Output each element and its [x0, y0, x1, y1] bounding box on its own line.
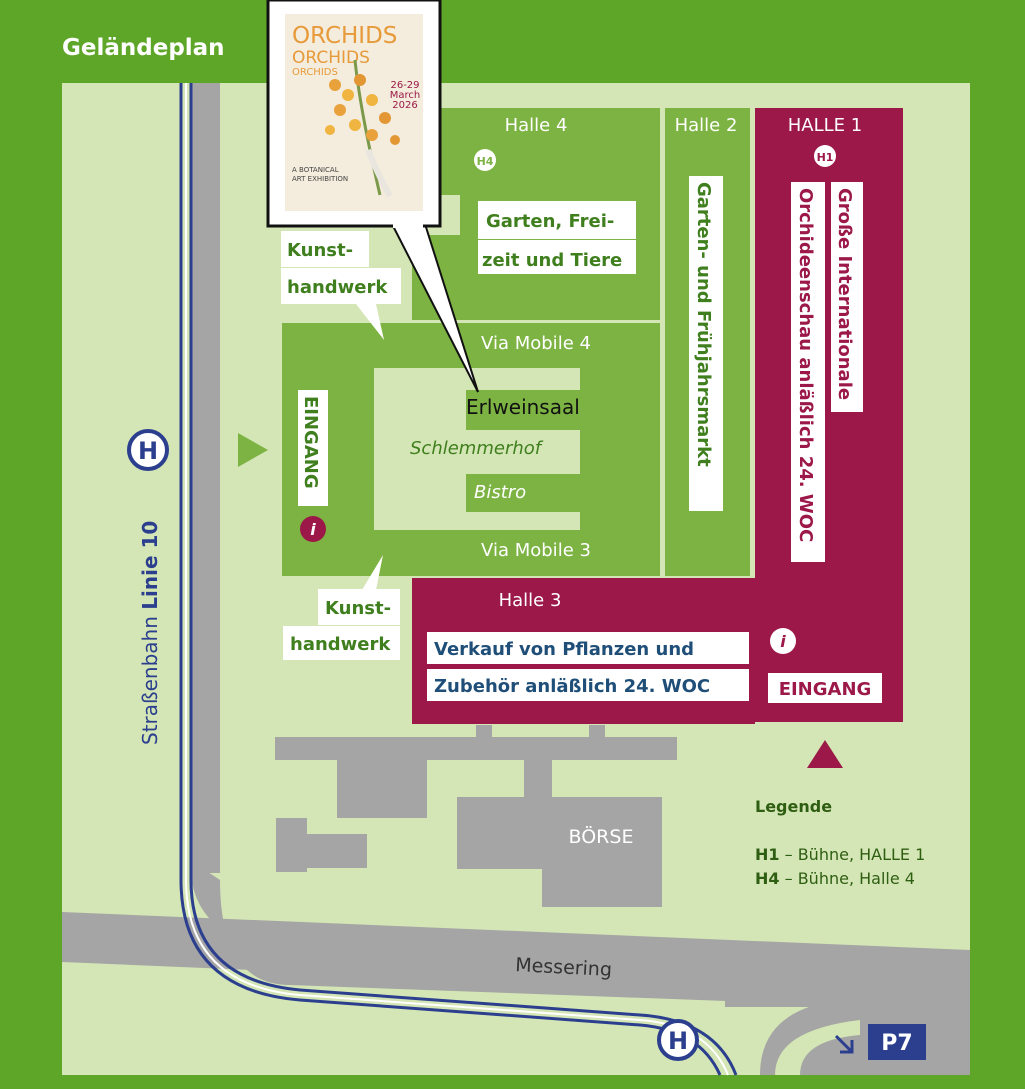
entrance-arrow-icon	[807, 740, 843, 768]
svg-text:Orchideenschau anläßlich 24. W: Orchideenschau anläßlich 24. WOC	[795, 188, 816, 542]
schlemmerhof-area	[374, 368, 580, 530]
svg-text:ART EXHIBITION: ART EXHIBITION	[292, 175, 348, 183]
svg-text:ORCHIDS: ORCHIDS	[292, 67, 338, 78]
svg-text:i: i	[310, 520, 316, 539]
boerse-label: BÖRSE	[569, 825, 634, 848]
svg-text:Große Internationale: Große Internationale	[834, 188, 855, 400]
svg-text:Zubehör anläßlich 24. WOC: Zubehör anläßlich 24. WOC	[434, 676, 710, 697]
svg-text:handwerk: handwerk	[287, 277, 388, 298]
entrance-east-label: EINGANG	[779, 679, 872, 700]
boerse-buildings	[275, 725, 677, 907]
svg-text:A BOTANICAL: A BOTANICAL	[292, 166, 339, 174]
halle-4-name: Halle 4	[505, 115, 568, 136]
stage-h4-icon[interactable]	[474, 149, 496, 171]
svg-text:Verkauf von Pflanzen und: Verkauf von Pflanzen und	[434, 639, 694, 660]
entrance-arrow-icon	[238, 433, 268, 467]
legend-item: H4 – Bühne, Halle 4	[755, 869, 915, 888]
entrance-west-label: EINGANG	[300, 396, 321, 489]
halle-2-label-box	[689, 176, 723, 511]
svg-text:Garten, Frei-: Garten, Frei-	[486, 211, 614, 232]
erlweinsaal-label: Erlweinsaal	[466, 395, 580, 419]
tram-stop-icon[interactable]	[127, 429, 169, 471]
map-title: Geländeplan	[62, 35, 225, 61]
info-icon[interactable]	[300, 516, 326, 542]
messering-label: Messering	[515, 954, 613, 981]
kunsthandwerk-bottom	[318, 589, 400, 625]
svg-text:handwerk: handwerk	[290, 634, 391, 655]
orchid-illustration	[325, 59, 400, 198]
tram-line-label: Straßenbahn Linie 10	[138, 521, 162, 745]
halle-1-name: HALLE 1	[788, 115, 862, 136]
svg-text:H: H	[668, 1027, 688, 1055]
bistro-label: Bistro	[474, 482, 526, 503]
stage-h1-icon[interactable]	[814, 145, 836, 167]
svg-text:26-29: 26-29	[390, 80, 419, 91]
road-vertical	[190, 83, 220, 873]
kunsthandwerk-top	[281, 231, 369, 267]
entrance-west-box	[298, 390, 328, 506]
halle-4-label-box	[478, 201, 636, 239]
svg-text:H1: H1	[817, 151, 834, 164]
tram-track-2	[189, 83, 738, 1076]
svg-text:i: i	[780, 632, 786, 651]
svg-text:H4: H4	[477, 155, 494, 168]
svg-text:Kunst-: Kunst-	[287, 240, 353, 261]
halle-2-name: Halle 2	[675, 115, 738, 136]
svg-text:Garten- und Frühjahrsmarkt: Garten- und Frühjahrsmarkt	[693, 182, 714, 467]
messering-road	[62, 912, 970, 1000]
info-icon[interactable]	[770, 628, 796, 654]
orchid-poster	[285, 14, 423, 211]
tram-stop-icon[interactable]	[657, 1019, 699, 1061]
svg-text:2026: 2026	[392, 100, 417, 111]
via-mobile-3-label: Via Mobile 3	[481, 540, 591, 561]
halle-1-label-box	[831, 182, 863, 412]
svg-text:P7: P7	[881, 1031, 912, 1056]
svg-text:March: March	[390, 90, 420, 101]
legend-item: H1 – Bühne, HALLE 1	[755, 845, 925, 864]
legend-title: Legende	[755, 797, 832, 816]
entrance-east-box	[768, 673, 882, 703]
parking-arrow-icon	[834, 1034, 854, 1054]
svg-text:ORCHIDS: ORCHIDS	[292, 23, 397, 49]
schlemmerhof-label: Schlemmerhof	[410, 438, 544, 459]
via-mobile-4-label: Via Mobile 4	[481, 333, 591, 354]
svg-text:H: H	[138, 437, 158, 465]
halle-3-label-box	[427, 632, 749, 664]
svg-text:Kunst-: Kunst-	[325, 598, 391, 619]
svg-text:ORCHIDS: ORCHIDS	[292, 48, 370, 68]
svg-text:zeit und Tiere: zeit und Tiere	[482, 250, 622, 271]
halle-3-name: Halle 3	[499, 590, 562, 611]
parking-p7[interactable]	[868, 1024, 926, 1060]
